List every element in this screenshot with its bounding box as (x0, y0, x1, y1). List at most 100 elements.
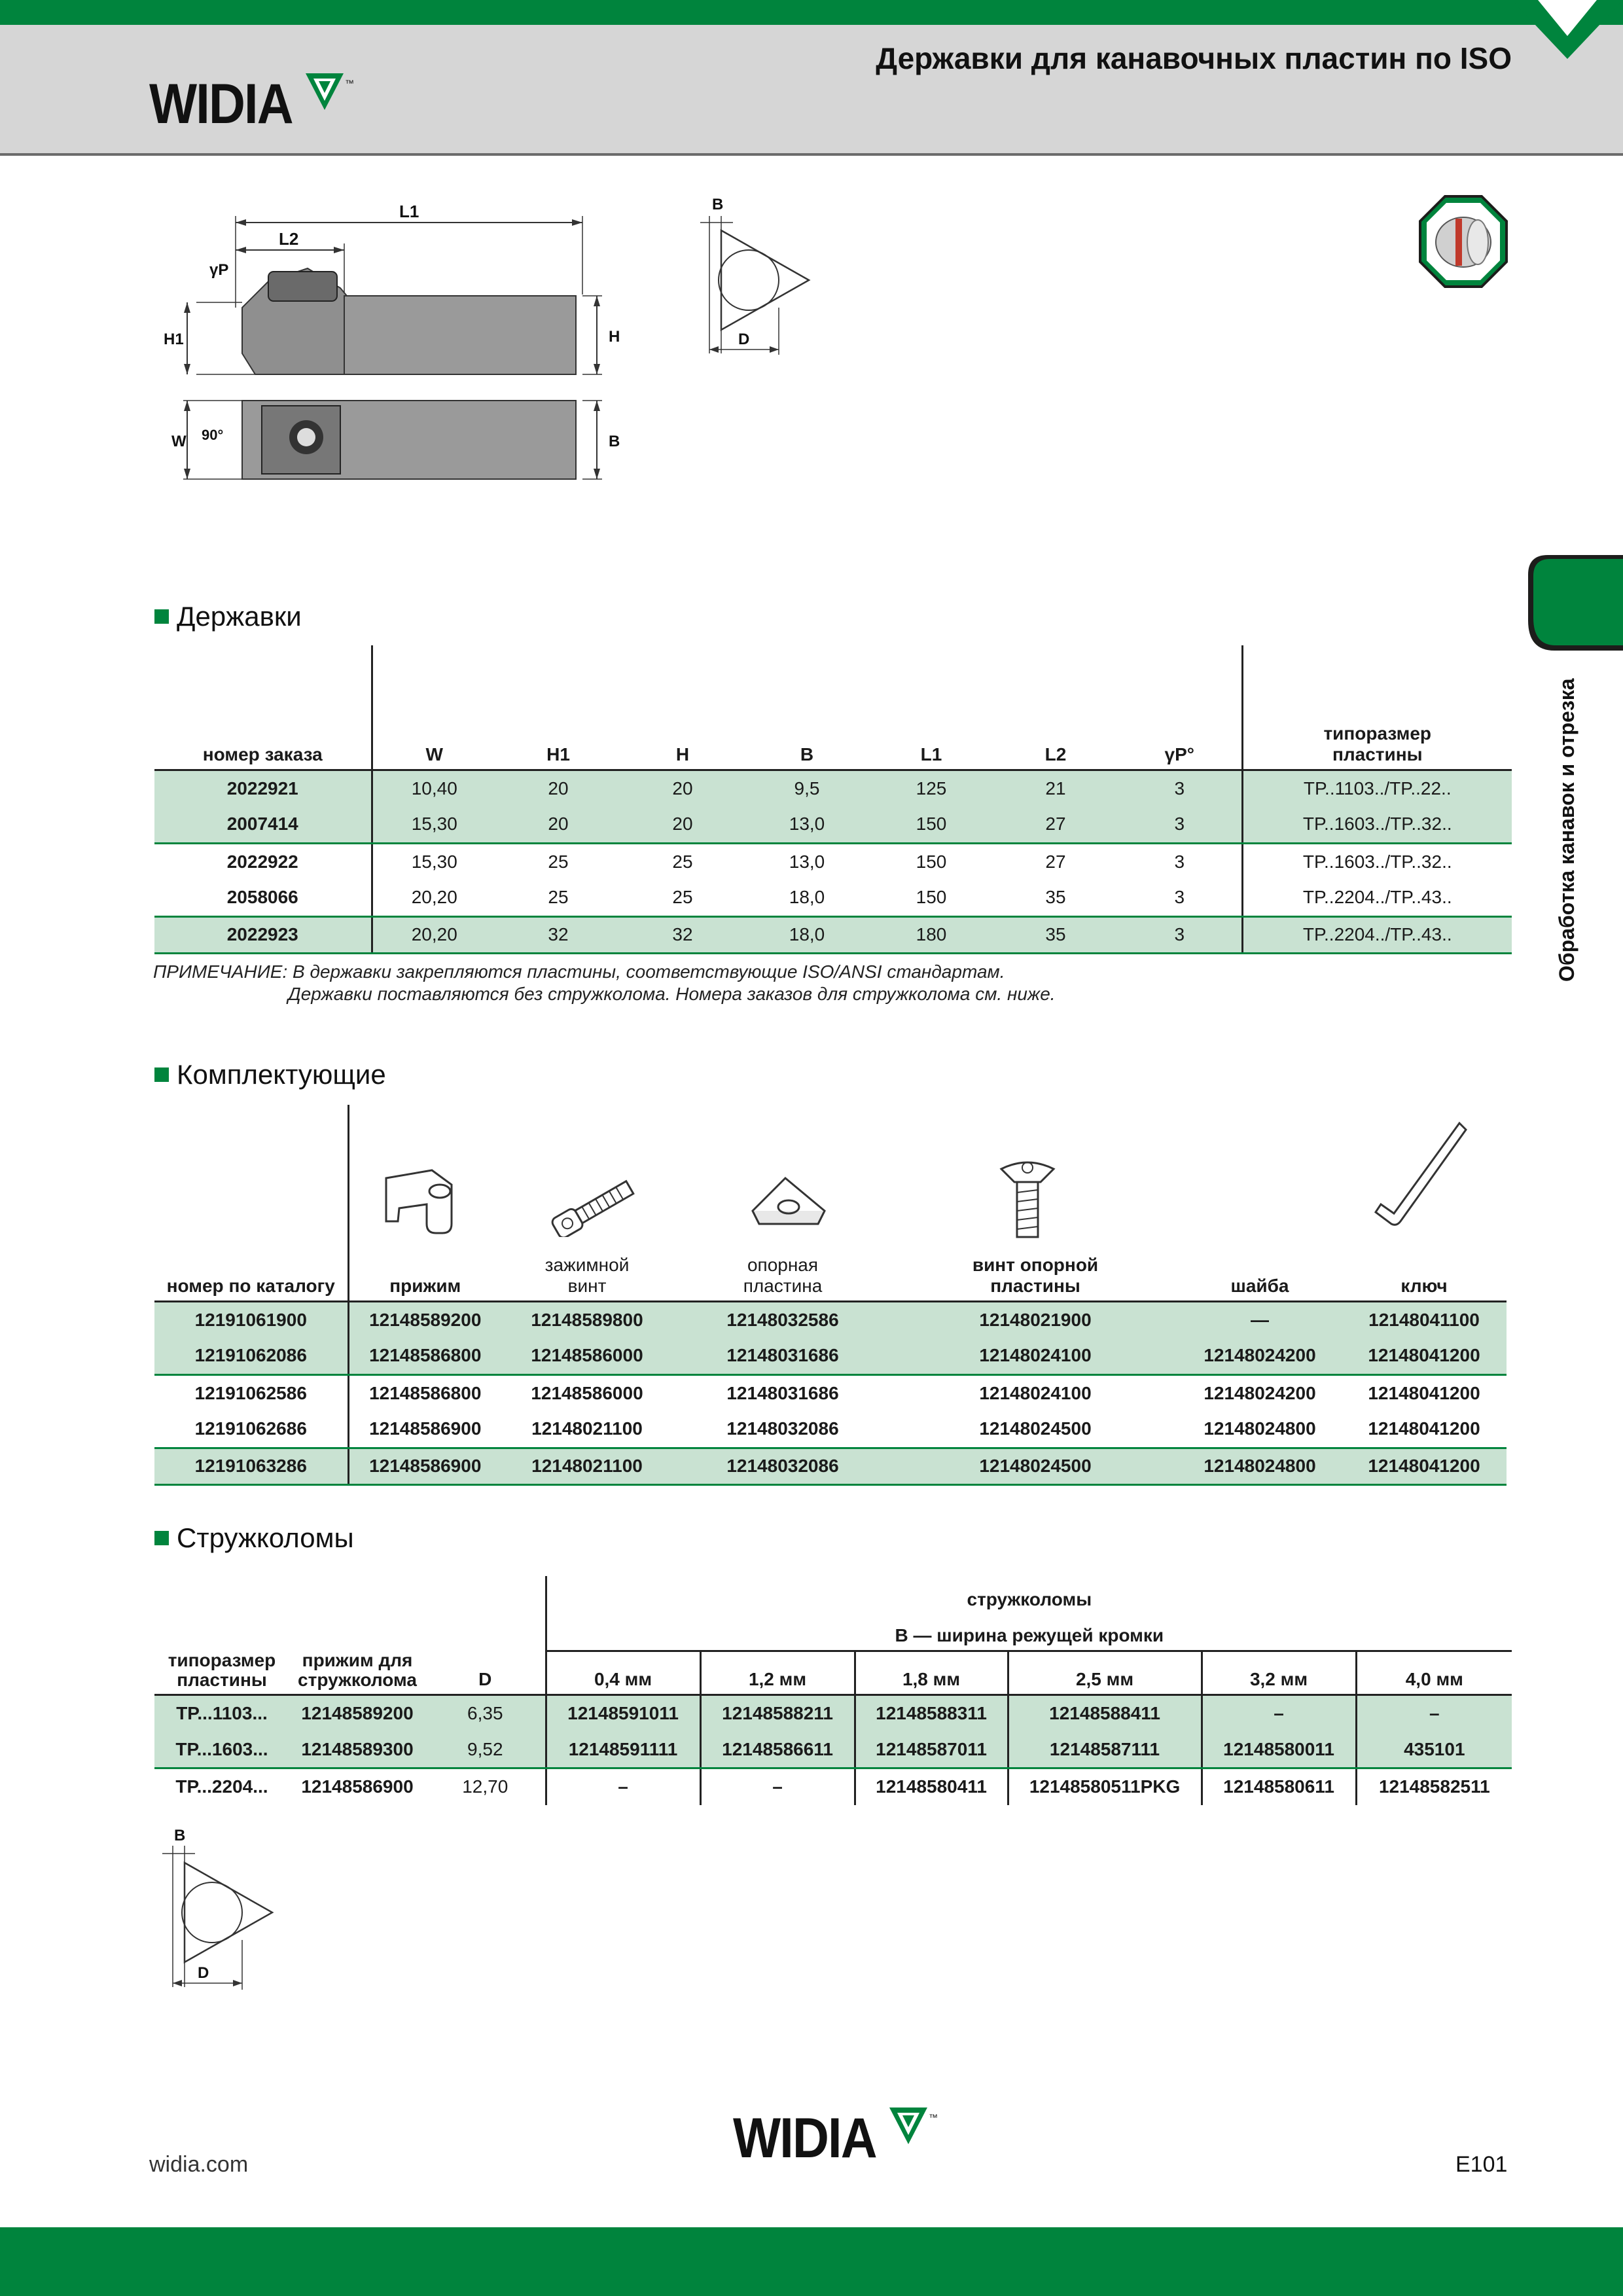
accessories-title-text: Комплектующие (177, 1059, 386, 1090)
cell-shim-screw: 12148024100 (893, 1338, 1178, 1376)
cell-width-40: 435101 (1355, 1731, 1512, 1769)
cell-key: 12148041200 (1368, 1382, 1480, 1403)
col-width-40: 4,0 мм (1355, 1651, 1512, 1696)
section-bullet (154, 1531, 169, 1545)
table-row: 12191062086 12148586800 12148586000 1214… (154, 1338, 1507, 1376)
cell-l1: 150 (869, 806, 993, 844)
order-number: 2022921 (154, 770, 372, 806)
chipbreakers-title-text: Стружколомы (177, 1522, 354, 1553)
cell-width-40: – (1355, 1695, 1512, 1732)
cell-shim-screw: 12148024500 (893, 1411, 1178, 1449)
cell-h: 32 (620, 916, 745, 954)
chipbreakers-section-title: Стружколомы (154, 1522, 354, 1554)
cell-h1: 20 (496, 806, 620, 844)
cell-washer: 12148024800 (1178, 1411, 1342, 1449)
svg-text:™: ™ (345, 78, 354, 88)
cell-insert-size: TP..1103../TP..22.. (1241, 770, 1512, 806)
table-row: TP...2204... 12148586900 12,70 – – 12148… (154, 1768, 1512, 1805)
cell-d: 9,52 (425, 1731, 546, 1769)
table-row: 2022923 20,20 32 32 18,0 180 35 3 TP..22… (154, 916, 1512, 954)
cell-chipbreaker-clamp: 12148586900 (301, 1776, 414, 1797)
col-width-12: 1,2 мм (699, 1651, 855, 1696)
cell-washer: 12148024800 (1178, 1448, 1342, 1486)
cell-d: 12,70 (462, 1776, 508, 1797)
cell-width-18: 12148588311 (853, 1695, 1008, 1732)
table-row: 12191061900 12148589200 12148589800 1214… (154, 1301, 1507, 1338)
cell-washer: 12148024200 (1204, 1382, 1316, 1403)
col-clamping-screw: зажимной винт (501, 1105, 673, 1302)
group-spacer (154, 1614, 546, 1651)
col-width-04: 0,4 мм (544, 1651, 701, 1696)
cell-width-12: 12148586611 (699, 1731, 855, 1769)
table-row: 12191063286 12148586900 12148021100 1214… (154, 1448, 1507, 1486)
col-key: ключ (1342, 1105, 1507, 1302)
cell-width-18: 12148580411 (853, 1768, 1008, 1805)
side-tab-label: Обработка канавок и отрезка (1555, 678, 1578, 982)
col-b: B (745, 645, 869, 771)
col-shim: опорная пластина (673, 1105, 893, 1302)
col-clamp: прижим (347, 1105, 501, 1302)
cell-h: 25 (672, 851, 693, 872)
holders-title-text: Державки (177, 601, 302, 632)
table-row: TP...1603... 12148589300 9,52 1214859111… (154, 1731, 1512, 1769)
cell-width-12: 12148588211 (699, 1695, 855, 1732)
cell-w: 15,30 (370, 843, 496, 880)
cell-clamp: 12148586900 (347, 1448, 501, 1486)
cell-washer: 12148024200 (1178, 1338, 1342, 1376)
dim-h1-label: H1 (164, 331, 184, 348)
chipbreakers-subgroup-row: B — ширина режущей кромки (154, 1614, 1512, 1652)
cell-key: 12148041200 (1342, 1338, 1507, 1376)
dim-l1-label: L1 (399, 202, 419, 221)
corner-triangle-icon (1512, 0, 1623, 59)
cell-gamma: 3 (1118, 916, 1242, 954)
cell-clamp: 12148586800 (347, 1374, 501, 1411)
cell-catalog-number: 12191063286 (154, 1448, 348, 1486)
cell-b: 18,0 (745, 880, 869, 918)
dim-gamma-label: γP (209, 261, 228, 279)
section-bullet (154, 609, 169, 624)
cell-key: 12148041200 (1342, 1448, 1507, 1486)
accessories-section-title: Комплектующие (154, 1059, 386, 1090)
col-width-25: 2,5 мм (1007, 1651, 1202, 1696)
insert-b-label: B (712, 196, 723, 213)
dim-w-label: W (171, 433, 187, 450)
side-tab-shape (1528, 555, 1623, 651)
cell-l1: 180 (869, 916, 993, 954)
col-shim-screw: винт опорной пластины (893, 1105, 1178, 1302)
cell-shim: 12148032086 (673, 1448, 893, 1486)
order-number: 2007414 (154, 806, 372, 844)
order-number: 2022923 (154, 916, 372, 954)
chipbreakers-group-row: стружколомы (154, 1576, 1512, 1614)
note-line-1: ПРИМЕЧАНИЕ: В державки закрепляются плас… (153, 961, 1005, 982)
cell-clamp: 12148589200 (347, 1301, 501, 1338)
col-l1: L1 (869, 645, 993, 771)
cell-insert-size: TP..1603../TP..32.. (1241, 843, 1512, 880)
col-catalog-number: номер по каталогу (154, 1105, 348, 1302)
cell-gamma: 3 (1174, 851, 1185, 872)
cell-h1: 20 (496, 770, 620, 806)
col-d: D (425, 1651, 546, 1696)
cell-h1: 25 (548, 851, 569, 872)
holders-table: номер заказа W H1 H B L1 L2 γP° типоразм… (154, 645, 1512, 954)
cell-clamping-screw: 12148021100 (501, 1448, 673, 1486)
footer-website-link[interactable]: widia.com (149, 2152, 249, 2177)
page-header (0, 25, 1623, 156)
cell-width-04: 12148591011 (544, 1695, 701, 1732)
cell-width-25: 12148580511PKG (1007, 1768, 1202, 1805)
cell-width-32: – (1200, 1695, 1357, 1732)
cell-l1: 150 (869, 880, 993, 918)
col-h: H (620, 645, 745, 771)
tool-holder-drawing: L1 L2 γP H1 H W 90° B (164, 202, 620, 480)
footer-widia-triangle-icon: ™ (889, 2108, 938, 2144)
cell-width-04: 12148591111 (544, 1731, 701, 1769)
accessories-table: номер по каталогу прижим зажимной винт о… (154, 1105, 1507, 1486)
footer-widia-logo: WIDIA ™ (733, 2106, 939, 2166)
accessories-header-row: номер по каталогу прижим зажимной винт о… (154, 1105, 1507, 1302)
cell-clamping-screw: 12148586000 (501, 1338, 673, 1376)
cell-w: 20,20 (370, 880, 496, 918)
insert-triangle-drawing-top: B D (700, 196, 811, 355)
table-row: 2022921 10,40 20 20 9,5 125 21 3 TP..110… (154, 770, 1512, 806)
table-row: 2022922 15,30 25 25 13,0 150 27 3 TP..16… (154, 843, 1512, 880)
bottom-green-bar (0, 2227, 1623, 2296)
cell-clamping-screw: 12148589800 (501, 1301, 673, 1338)
